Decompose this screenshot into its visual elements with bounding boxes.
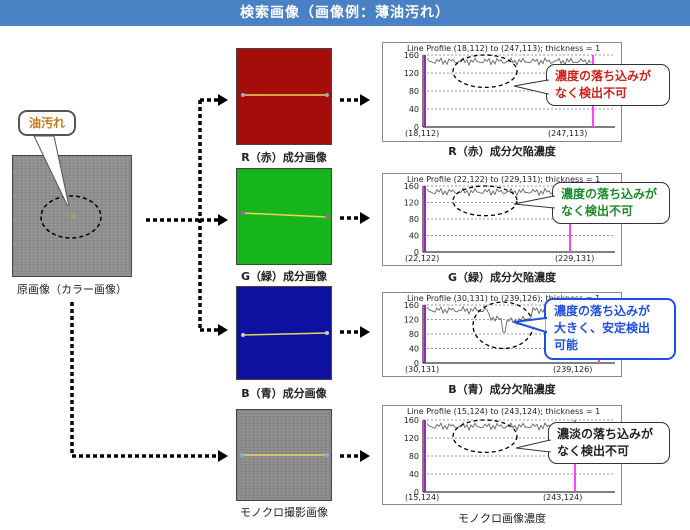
- profile-caption-g: G（緑）成分欠陥濃度: [447, 271, 557, 284]
- profile-trace: [426, 56, 592, 67]
- profile-title-g: Line Profile (22,122) to (229,131); thic…: [407, 175, 601, 184]
- start-label-b: (30,131): [405, 365, 440, 374]
- callout-b-line-3: 可能: [554, 338, 579, 352]
- end-label-b: (239,126): [553, 365, 593, 374]
- defect-ellipse: [452, 54, 518, 89]
- stain-highlight-ellipse: [40, 195, 102, 239]
- y-tick-label: 120: [404, 199, 419, 208]
- y-tick-label: 80: [409, 330, 419, 339]
- red-component-image: [236, 48, 332, 145]
- green-component-caption: G（緑）成分画像: [240, 270, 328, 283]
- y-tick-label: 160: [404, 301, 419, 310]
- callout-b-line-2: 大きく、安定検出: [554, 321, 651, 335]
- profile-plot-r: 160 120 80 40 0: [404, 51, 615, 132]
- arrowhead-r: [218, 94, 228, 106]
- callout-g-line-1: 濃度の落ち込みが: [561, 187, 658, 201]
- arrowhead-b-profile: [360, 326, 370, 338]
- callout-b: 濃度の落ち込みが 大きく、安定検出 可能: [544, 298, 676, 360]
- end-label-g: (229,131): [555, 254, 595, 263]
- oil-callout-pointer: [33, 135, 70, 206]
- mono-image: [236, 409, 332, 501]
- arrowhead-r-profile: [360, 94, 370, 106]
- y-tick-label: 0: [414, 248, 419, 257]
- oil-stain-spot: [70, 213, 76, 219]
- red-line-overlay: [241, 93, 329, 97]
- arrowhead-mono-profile: [360, 450, 370, 462]
- y-tick-label: 80: [409, 452, 419, 461]
- arrowhead-g-profile: [360, 212, 370, 224]
- y-tick-label: 40: [409, 232, 419, 241]
- original-image-overlay: [40, 195, 102, 239]
- end-label-mono: (243,124): [543, 493, 583, 502]
- profile-caption-mono: モノクロ画像濃度: [458, 512, 546, 525]
- defect-ellipse: [472, 301, 534, 350]
- arrowhead-g: [218, 214, 228, 226]
- y-tick-label: 120: [404, 69, 419, 78]
- profile-panel-r: Line Profile (18,112) to (247,113); thic…: [382, 42, 622, 142]
- callout-mono-line-2: なく検出不可: [557, 444, 630, 458]
- callout-mono: 濃淡の落ち込みが なく検出不可: [548, 422, 670, 464]
- blue-line-overlay: [241, 331, 329, 337]
- arrowhead-mono: [218, 450, 228, 462]
- green-line-overlay: [241, 211, 329, 219]
- callout-g: 濃度の落ち込みが なく検出不可: [552, 182, 670, 224]
- original-caption: 原画像（カラー画像）: [17, 283, 127, 296]
- start-label-g: (22,122): [405, 254, 440, 263]
- end-label-r: (247,113): [548, 129, 588, 138]
- y-tick-label: 120: [404, 316, 419, 325]
- mono-caption: モノクロ撮影画像: [240, 506, 328, 519]
- arrowhead-b: [218, 324, 228, 336]
- original-image: [12, 155, 132, 277]
- red-component-caption: R（赤）成分画像: [241, 151, 327, 164]
- y-tick-label: 80: [409, 87, 419, 96]
- blue-component-image: [236, 286, 332, 380]
- callout-r-line-1: 濃度の落ち込みが: [555, 69, 652, 83]
- y-tick-label: 160: [404, 51, 419, 60]
- profile-trace: [426, 187, 568, 197]
- defect-ellipse: [452, 419, 518, 454]
- profile-title-b: Line Profile (30,131) to (239,126); thic…: [407, 294, 601, 303]
- blue-component-caption: B（青）成分画像: [241, 387, 327, 400]
- y-tick-label: 0: [414, 359, 419, 368]
- y-tick-label: 40: [409, 470, 419, 479]
- green-component-image: [236, 168, 332, 265]
- start-label-mono: (15,124): [405, 493, 440, 502]
- y-tick-label: 160: [404, 416, 419, 425]
- y-tick-label: 40: [409, 345, 419, 354]
- callout-g-line-2: なく検出不可: [561, 204, 634, 218]
- profile-caption-b: B（青）成分欠陥濃度: [448, 383, 556, 396]
- y-tick-label: 160: [404, 182, 419, 191]
- callout-b-line-1: 濃度の落ち込みが: [554, 304, 651, 318]
- mono-line-overlay: [240, 453, 329, 457]
- y-tick-label: 120: [404, 434, 419, 443]
- y-tick-label: 80: [409, 215, 419, 224]
- y-tick-label: 0: [414, 123, 419, 132]
- callout-r: 濃度の落ち込みが なく検出不可: [546, 64, 670, 106]
- start-label-r: (18,112): [405, 129, 440, 138]
- y-tick-label: 40: [409, 105, 419, 114]
- defect-ellipse: [452, 185, 518, 217]
- profile-caption-r: R（赤）成分欠陥濃度: [448, 145, 556, 158]
- title-banner: 検索画像（画像例：薄油汚れ）: [0, 0, 690, 26]
- callout-mono-line-1: 濃淡の落ち込みが: [557, 427, 654, 441]
- profile-title-r: Line Profile (18,112) to (247,113); thic…: [407, 44, 601, 53]
- oil-stain-callout: 油汚れ: [18, 110, 76, 136]
- y-tick-label: 0: [414, 488, 419, 497]
- callout-r-line-2: なく検出不可: [555, 86, 628, 100]
- profile-title-mono: Line Profile (15,124) to (243,124); thic…: [407, 407, 601, 416]
